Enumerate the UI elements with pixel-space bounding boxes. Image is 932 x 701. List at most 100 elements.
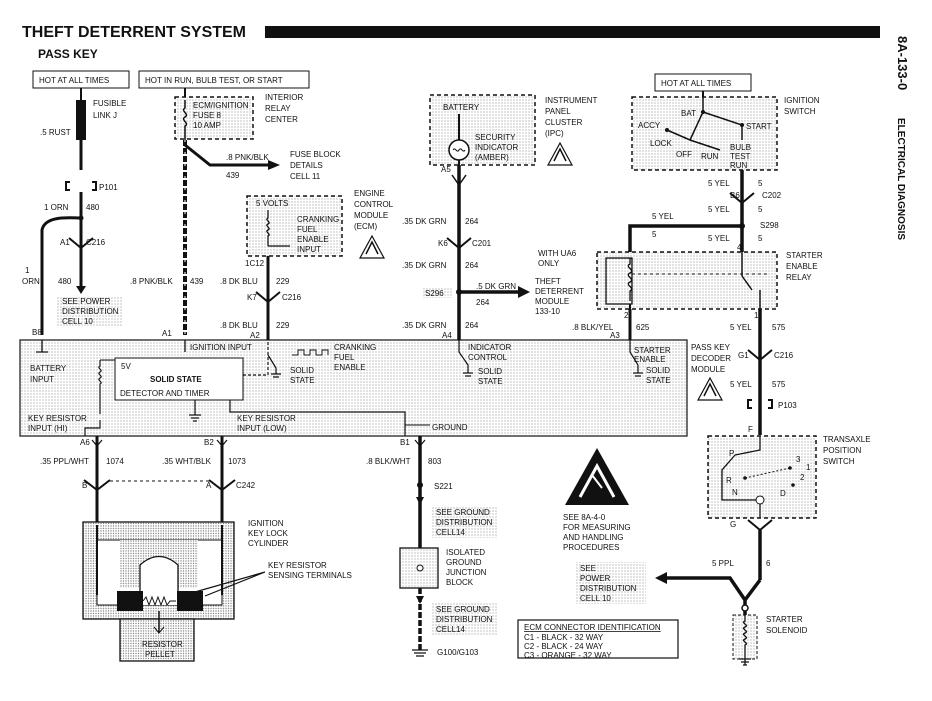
svg-text:SEE POWER: SEE POWER [62,297,111,306]
svg-text:G100/G103: G100/G103 [437,648,479,657]
svg-text:BATTERY: BATTERY [30,364,67,373]
svg-text:(AMBER): (AMBER) [475,153,509,162]
svg-text:C242: C242 [236,481,256,490]
svg-text:ENABLE: ENABLE [297,235,329,244]
svg-text:C202: C202 [762,191,782,200]
svg-text:3: 3 [796,455,801,464]
svg-text:DECODER: DECODER [691,354,731,363]
svg-text:480: 480 [86,203,100,212]
side-page-number: 8A-133-0 [895,36,910,90]
svg-text:803: 803 [428,457,442,466]
svg-text:5V: 5V [121,362,131,371]
svg-text:.35 WHT/BLK: .35 WHT/BLK [162,457,212,466]
svg-text:GROUND: GROUND [432,423,468,432]
svg-text:5 YEL: 5 YEL [708,179,730,188]
svg-text:INPUT: INPUT [30,375,54,384]
svg-text:DISTRIBUTION: DISTRIBUTION [436,518,493,527]
svg-text:264: 264 [465,321,479,330]
svg-text:.5 RUST: .5 RUST [40,128,71,137]
svg-text:229: 229 [276,277,290,286]
svg-text:FOR MEASURING: FOR MEASURING [563,523,631,532]
svg-text:5 PPL: 5 PPL [712,559,734,568]
svg-text:RELAY: RELAY [265,104,291,113]
svg-text:RUN: RUN [730,161,748,170]
svg-text:ENABLE: ENABLE [334,363,366,372]
svg-text:B2: B2 [204,438,214,447]
svg-text:1074: 1074 [106,457,124,466]
svg-text:5: 5 [652,230,657,239]
svg-text:SOLID: SOLID [646,366,670,375]
svg-text:PANEL: PANEL [545,107,571,116]
svg-text:264: 264 [465,261,479,270]
svg-text:CONTROL: CONTROL [468,353,508,362]
svg-text:G1: G1 [738,351,749,360]
svg-text:SEE 8A-4-0: SEE 8A-4-0 [563,513,606,522]
svg-text:INDICATOR: INDICATOR [475,143,518,152]
svg-text:B8: B8 [32,328,42,337]
svg-text:480: 480 [58,277,72,286]
svg-text:.8 DK BLU: .8 DK BLU [220,277,258,286]
svg-text:SWITCH: SWITCH [784,107,816,116]
pass-key-decoder-module: IGNITION INPUT BATTERY INPUT 5V SOLID ST… [19,339,797,447]
svg-text:TRANSAXLE: TRANSAXLE [823,435,871,444]
svg-text:A1: A1 [162,329,172,338]
svg-text:5 YEL: 5 YEL [730,323,752,332]
svg-text:FUSE 8: FUSE 8 [193,111,222,120]
svg-text:.35 DK GRN: .35 DK GRN [402,261,447,270]
svg-text:D: D [780,489,786,498]
svg-text:KEY LOCK: KEY LOCK [248,529,289,538]
instrument-panel-cluster: BATTERY SECURITY INDICATOR (AMBER) INSTR… [402,94,598,340]
svg-text:ENABLE: ENABLE [786,262,818,271]
svg-text:(IPC): (IPC) [545,129,564,138]
svg-text:ONLY: ONLY [538,259,560,268]
svg-text:B6: B6 [730,191,740,200]
svg-text:DISTRIBUTION: DISTRIBUTION [436,615,493,624]
svg-text:ECM/IGNITION: ECM/IGNITION [193,101,249,110]
svg-text:B: B [82,481,87,490]
svg-text:625: 625 [636,323,650,332]
svg-text:1073: 1073 [228,457,246,466]
ground-circuit: .8 BLK/WHT 803 S221 SEE GROUND DISTRIBUT… [366,436,498,657]
svg-text:STARTER: STARTER [786,251,823,260]
feed-box-2 [138,70,310,89]
svg-text:INSTRUMENT: INSTRUMENT [545,96,598,105]
svg-text:1 ORN: 1 ORN [44,203,69,212]
fusible-link-circuit: FUSIBLE LINK J .5 RUST P101 1 ORN 480 A1… [22,88,126,337]
svg-text:C1 - BLACK - 32 WAY: C1 - BLACK - 32 WAY [524,633,604,642]
ignition-switch: BAT ACCY LOCK OFF RUN START BULB TEST RU… [628,91,820,255]
ecm-connector-identification: ECM CONNECTOR IDENTIFICATION C1 - BLACK … [517,619,679,660]
svg-text:439: 439 [190,277,204,286]
engine-control-module: 5 VOLTS CRANKING FUEL ENABLE INPUT ENGIN… [220,189,394,340]
svg-text:STATE: STATE [478,377,503,386]
svg-text:IGNITION: IGNITION [784,96,820,105]
svg-text:A5: A5 [441,165,451,174]
svg-text:DETERRENT: DETERRENT [535,287,584,296]
svg-text:P103: P103 [778,401,797,410]
svg-text:CLUSTER: CLUSTER [545,118,583,127]
svg-text:SECURITY: SECURITY [475,133,516,142]
svg-text:.8 BLK/WHT: .8 BLK/WHT [366,457,411,466]
svg-text:CELL 11: CELL 11 [290,172,321,181]
svg-text:RELAY: RELAY [786,273,812,282]
svg-text:.5 DK GRN: .5 DK GRN [476,282,516,291]
svg-text:S298: S298 [760,221,779,230]
svg-text:FUEL: FUEL [334,353,355,362]
svg-text:5 YEL: 5 YEL [730,380,752,389]
esd-warning: SEE 8A-4-0 FOR MEASURING AND HANDLING PR… [563,448,631,552]
svg-text:DETAILS: DETAILS [290,161,323,170]
svg-text:CENTER: CENTER [265,115,298,124]
svg-text:START: START [746,122,772,131]
svg-text:A: A [206,481,212,490]
svg-text:CRANKING: CRANKING [297,215,339,224]
svg-text:6: 6 [766,559,771,568]
svg-text:STARTER: STARTER [634,346,671,355]
svg-text:LOCK: LOCK [650,139,672,148]
svg-text:STARTER: STARTER [766,615,803,624]
svg-text:5 YEL: 5 YEL [652,212,674,221]
svg-text:INTERIOR: INTERIOR [265,93,303,102]
svg-text:R: R [726,476,732,485]
svg-text:5 YEL: 5 YEL [708,205,730,214]
svg-text:F: F [748,425,753,434]
svg-text:5: 5 [758,234,763,243]
svg-text:CELL 10: CELL 10 [580,594,611,603]
